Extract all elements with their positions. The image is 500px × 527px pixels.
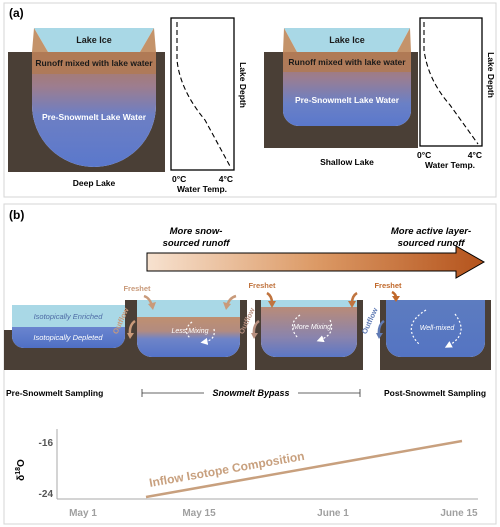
x-tick-june15: June 15 [440, 508, 478, 519]
less-outflow-head [127, 333, 134, 339]
deep-lake-water [32, 52, 156, 167]
less-lake-ice [137, 300, 240, 317]
shallow-temp-curve [423, 22, 479, 145]
less-mixing-lake: Less Mixing Freshet Outflow [111, 284, 247, 370]
well-outflow-head [376, 333, 383, 339]
less-freshet-head-right [223, 302, 231, 310]
deep-lake-ice-label: Lake Ice [76, 35, 112, 45]
pre-lake-depleted-layer [11, 327, 126, 349]
shallow-lake-runoff-label: Runoff mixed with lake water [288, 57, 406, 67]
panel-b: (b) More snow- sourced runoff More activ… [3, 203, 497, 525]
panel-b-label: (b) [9, 208, 24, 222]
deep-temp-min: 0°C [172, 174, 186, 184]
less-mixing-swirl-left [185, 321, 193, 339]
deep-lake-diagram: Lake Ice Runoff mixed with lake water Pr… [8, 28, 165, 188]
less-freshet-head-left [148, 302, 156, 310]
inflow-isotope-line [145, 439, 463, 499]
deep-lake-runoff-right [140, 28, 156, 52]
deep-lake-ground [8, 52, 165, 172]
bypass-label: Snowmelt Bypass [212, 388, 289, 398]
shallow-lake-runoff-right [397, 28, 411, 52]
well-lake-water [386, 300, 485, 357]
well-freshet-label: Freshet [374, 281, 402, 290]
more-mixing-label: More Mixing [293, 324, 331, 331]
more-mixing-swirl-left [291, 314, 301, 339]
shallow-lake-diagram: Lake Ice Runoff mixed with lake water Pr… [264, 28, 418, 167]
pre-lake-ground [4, 300, 131, 370]
deep-temp-label: Water Temp. [177, 184, 227, 194]
shallow-lake-caption: Shallow Lake [320, 157, 374, 167]
more-lake-ground [255, 300, 363, 370]
less-lake-ground [131, 300, 247, 370]
shallow-lake-runoff-layer [283, 52, 411, 72]
x-tick-may15: May 15 [182, 508, 216, 519]
less-freshet-label: Freshet [123, 284, 151, 293]
deep-lake-caption: Deep Lake [73, 178, 116, 188]
more-lake-ice [261, 300, 357, 307]
more-freshet-label: Freshet [248, 281, 276, 290]
deep-lake-runoff-layer [32, 52, 156, 74]
x-tick-may1: May 1 [69, 508, 97, 519]
enriched-label: Isotopically Enriched [34, 312, 104, 321]
well-freshet-head [392, 296, 400, 302]
x-tick-june1: June 1 [317, 508, 349, 519]
well-mixed-swirl-left [410, 309, 427, 346]
deep-temp-box [170, 17, 235, 171]
shallow-depth-label: Lake Depth [486, 52, 496, 98]
shallow-temp-profile: 0°C 4°C Water Temp. Lake Depth [417, 17, 496, 170]
snow-runoff-line-2: sourced runoff [163, 238, 231, 249]
more-freshet-head-left [268, 301, 276, 308]
less-mixing-swirl-right [200, 328, 215, 345]
pre-lake-enriched-layer [12, 305, 125, 327]
snow-runoff-line-1: More snow- [170, 226, 223, 237]
panel-a: (a) Lake Ice Runoff mixed with lake wate… [3, 2, 497, 198]
more-mixing-swirl-right [316, 319, 333, 343]
deep-lake-runoff-left [32, 28, 48, 52]
shallow-lake-water-label: Pre-Snowmelt Lake Water [295, 95, 400, 105]
post-sampling-label: Post-Snowmelt Sampling [384, 388, 486, 398]
deep-temp-max: 4°C [219, 174, 233, 184]
panel-a-label: (a) [9, 6, 24, 20]
shallow-temp-min: 0°C [417, 150, 431, 160]
runoff-gradient-arrow [146, 245, 486, 279]
less-mixing-label: Less Mixing [172, 328, 209, 335]
shallow-lake-ground [264, 52, 418, 148]
well-lake-ground [380, 300, 491, 370]
shallow-temp-max: 4°C [468, 150, 482, 160]
deep-temp-profile: 0°C 4°C Water Temp. Lake Depth [170, 17, 248, 194]
active-layer-runoff-line-1: More active layer- [391, 226, 471, 237]
shallow-lake-runoff-left [283, 28, 297, 52]
more-mixing-lake: More Mixing Freshet Outflow [237, 281, 363, 370]
deep-lake-runoff-label: Runoff mixed with lake water [35, 58, 153, 68]
more-outflow-head [251, 333, 258, 339]
y-axis-label: δ18O [15, 459, 27, 481]
shallow-temp-label: Water Temp. [425, 160, 475, 170]
y-tick-bottom: -24 [39, 489, 54, 500]
well-mixed-label: Well-mixed [420, 325, 456, 332]
shallow-lake-ice-label: Lake Ice [329, 35, 365, 45]
active-layer-runoff-line-2: sourced runoff [398, 238, 466, 249]
shallow-temp-box [419, 17, 483, 147]
more-freshet-head-right [348, 301, 356, 308]
shallow-lake-ice [284, 28, 410, 52]
well-mixed-lake: Well-mixed Freshet Outflow [360, 281, 491, 370]
deep-depth-label: Lake Depth [238, 62, 248, 108]
pre-snowmelt-lake: Isotopically Enriched Isotopically Deple… [4, 300, 131, 370]
deep-lake-ice [34, 28, 154, 52]
deep-lake-water-label: Pre-Snowmelt Lake Water [42, 112, 147, 122]
more-lake-water [261, 307, 357, 357]
pre-sampling-label: Pre-Snowmelt Sampling [6, 388, 103, 398]
depleted-label: Isotopically Depleted [33, 333, 103, 342]
y-tick-top: -16 [39, 438, 54, 449]
